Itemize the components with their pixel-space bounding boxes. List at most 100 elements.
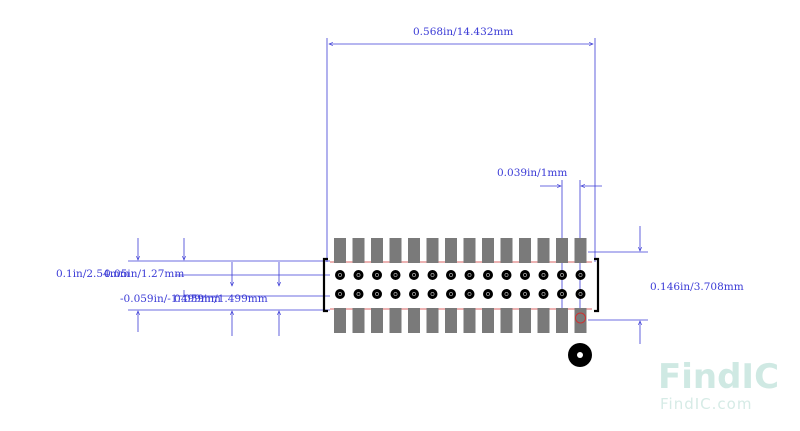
pin-row-bottom: [557, 289, 567, 299]
pin-row-bottom: [501, 289, 512, 299]
pin-row-bottom: [427, 289, 438, 299]
pin-hole: [486, 273, 490, 277]
top-pad: [334, 238, 346, 263]
pin-hole: [541, 292, 546, 296]
keepout-lines: [330, 261, 592, 310]
pin-row-top: [538, 270, 549, 280]
pin-row-bottom: [575, 289, 586, 299]
top-pad: [500, 238, 513, 263]
pin-hole: [430, 292, 435, 296]
pin-row-top: [483, 270, 493, 280]
pin-hole: [523, 292, 527, 296]
pin-hole: [578, 292, 583, 296]
bottom-pad: [500, 308, 513, 333]
pin-array: [335, 270, 586, 324]
height-dimension: [588, 226, 648, 344]
pin-hole: [338, 292, 342, 296]
watermark-brand: FindIC: [658, 357, 779, 397]
pin-row-bottom: [483, 289, 493, 299]
pin-hole: [430, 273, 435, 277]
pin-row-bottom: [390, 289, 401, 299]
left-label-4: 0.059in/1.499mm: [174, 293, 268, 305]
top-pad: [556, 238, 568, 263]
pin-row-bottom: [520, 289, 530, 299]
top-pad: [371, 238, 383, 263]
pin-hole: [467, 292, 472, 296]
bottom-pad: [426, 308, 439, 333]
pin-row-top: [335, 270, 345, 280]
bottom-pad: [408, 308, 420, 333]
pin-hole: [412, 273, 416, 277]
pin-hole: [449, 273, 453, 277]
pin-row-top: [557, 270, 567, 280]
pin-row-bottom: [538, 289, 549, 299]
bottom-pad: [556, 308, 568, 333]
bottom-pad: [371, 308, 383, 333]
pin-hole: [504, 292, 509, 296]
pin1-pad-ring: [575, 312, 586, 324]
top-pad: [537, 238, 550, 263]
pin-hole: [449, 292, 453, 296]
pin-row-top: [501, 270, 512, 280]
top-pad: [482, 238, 494, 263]
bottom-pad: [482, 308, 494, 333]
pin-hole: [412, 292, 416, 296]
pin-hole: [375, 273, 379, 277]
pin-hole: [560, 292, 564, 296]
top-pad: [574, 238, 587, 263]
pin-row-top: [353, 270, 364, 280]
bottom-pad: [445, 308, 457, 333]
pin-hole: [375, 292, 379, 296]
pad-array: [334, 238, 587, 333]
top-pad: [408, 238, 420, 263]
pin-row-top: [520, 270, 530, 280]
left-dimensions: [128, 238, 330, 336]
watermark-url: FindIC.com: [660, 395, 752, 413]
bottom-pad: [334, 308, 346, 333]
bottom-pad: [389, 308, 402, 333]
left-label-3: -0.059in/-1.499mm: [120, 293, 221, 305]
bottom-pad: [463, 308, 476, 333]
pin-hole: [393, 273, 398, 277]
pin-row-top: [575, 270, 586, 280]
body-outline: [322, 257, 600, 313]
bottom-pad: [537, 308, 550, 333]
pin-hole: [467, 273, 472, 277]
outline-left-bracket: [322, 257, 328, 313]
pin-hole: [486, 292, 490, 296]
pin-row-bottom: [446, 289, 456, 299]
pin-row-bottom: [372, 289, 382, 299]
pin-row-top: [446, 270, 456, 280]
pin-row-top: [409, 270, 419, 280]
pin-row-top: [427, 270, 438, 280]
bottom-pad: [519, 308, 531, 333]
pin-hole: [523, 273, 527, 277]
bottom-pad: [352, 308, 365, 333]
pin-hole: [338, 273, 342, 277]
pin-row-bottom: [335, 289, 345, 299]
pin1-marker-dot: [577, 352, 583, 358]
pin-hole: [560, 273, 564, 277]
pitch-label: 0.039in/1mm: [497, 167, 567, 179]
outline-right-bracket: [594, 257, 600, 313]
top-pad: [519, 238, 531, 263]
top-pad: [445, 238, 457, 263]
pin-row-top: [464, 270, 475, 280]
pin1-marker: [568, 343, 592, 367]
pin-row-bottom: [353, 289, 364, 299]
pin-row-bottom: [409, 289, 419, 299]
pin-row-top: [390, 270, 401, 280]
pin-row-bottom: [464, 289, 475, 299]
pin-hole: [504, 273, 509, 277]
pin-hole: [393, 292, 398, 296]
height-label: 0.146in/3.708mm: [650, 281, 744, 293]
pin-hole: [356, 273, 361, 277]
width-dimension: [326, 38, 596, 262]
pin-hole: [356, 292, 361, 296]
left-label-1: 0.1in/2.54mm: [56, 268, 130, 280]
left-label-2: 0.05in/1.27mm: [104, 268, 184, 280]
top-pad: [463, 238, 476, 263]
pin-hole: [541, 273, 546, 277]
pin-row-top: [372, 270, 382, 280]
